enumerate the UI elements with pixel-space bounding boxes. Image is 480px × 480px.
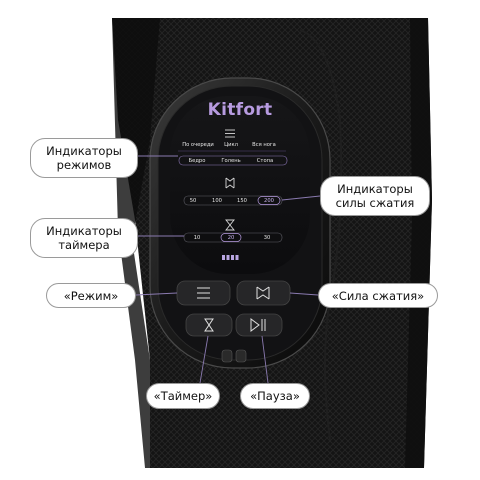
callout-timer-indicators: Индикаторы таймера: [30, 218, 138, 258]
callout-pause-button: «Пауза»: [240, 383, 310, 409]
pause-button[interactable]: [235, 313, 283, 337]
pressure-level: 150: [237, 197, 247, 204]
pressure-level: 100: [212, 197, 222, 204]
callout-mode-button: «Режим»: [46, 283, 136, 308]
pressure-indicator-icon: [225, 177, 235, 189]
mode-option: Стопа: [256, 157, 274, 164]
mode-option: Цикл: [224, 142, 238, 148]
timer-level: 30: [263, 234, 271, 241]
timer-level-active: 20: [227, 234, 235, 241]
controller-screen: [170, 96, 310, 274]
leader-lines: [135, 155, 321, 384]
play-pause-icon: [250, 318, 266, 332]
mode-option: По очереди: [182, 142, 214, 148]
callout-pressure-button: «Сила сжатия»: [318, 283, 438, 308]
mode-option: Бедро: [188, 157, 206, 164]
compress-arrows-icon: [256, 286, 270, 300]
menu-lines-icon: [197, 287, 210, 299]
mode-option: Вся нога: [252, 142, 276, 148]
pressure-level: 50: [189, 197, 197, 204]
mode-option: Голень: [221, 157, 241, 164]
callout-mode-indicators: Индикаторы режимов: [30, 138, 138, 178]
mode-indicator-icon: [225, 129, 235, 138]
timer-button[interactable]: [185, 313, 233, 337]
pressure-button[interactable]: [236, 280, 291, 306]
timer-indicator-icon: [225, 219, 235, 231]
brand-logo: Kitfort: [207, 100, 273, 120]
mode-button[interactable]: [176, 280, 231, 306]
callout-timer-button: «Таймер»: [146, 383, 220, 409]
timer-level: 10: [193, 234, 201, 241]
callout-pressure-indicators: Индикаторы силы сжатия: [320, 176, 430, 216]
pressure-level-active: 200: [264, 197, 274, 204]
battery-icon: [222, 255, 239, 260]
hourglass-icon: [204, 318, 214, 332]
